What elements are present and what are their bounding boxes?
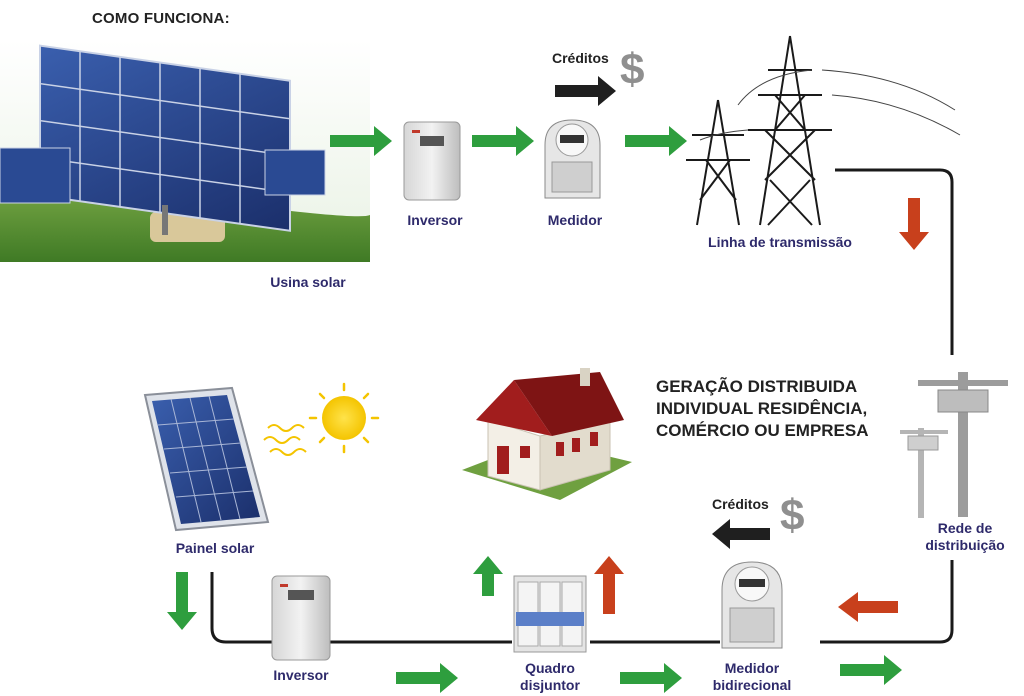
headline-line1: GERAÇÃO DISTRIBUIDA bbox=[656, 377, 858, 396]
label-usina-solar: Usina solar bbox=[270, 274, 346, 290]
dollar-icon: $ bbox=[620, 45, 645, 94]
label-medidor-bi-line1: Medidor bbox=[724, 660, 780, 676]
solar-farm-image bbox=[0, 40, 370, 262]
meter-icon bbox=[544, 119, 601, 199]
bidirectional-meter-icon bbox=[721, 561, 783, 649]
credits-label-top: Créditos bbox=[552, 50, 609, 66]
headline-line3: COMÉRCIO OU EMPRESA bbox=[656, 421, 869, 440]
headline-line2: INDIVIDUAL RESIDÊNCIA, bbox=[656, 399, 868, 418]
connection-lines bbox=[210, 168, 954, 644]
label-quadro-line2: disjuntor bbox=[520, 677, 580, 693]
headline: GERAÇÃO DISTRIBUIDA INDIVIDUAL RESIDÊNCI… bbox=[656, 376, 869, 442]
transmission-tower-icon bbox=[686, 35, 961, 226]
solar-panel-icon bbox=[143, 386, 270, 532]
label-medidor-bi-line2: bidirecional bbox=[712, 677, 792, 693]
label-rede-distribuicao: Rede de distribuição bbox=[910, 520, 1020, 554]
arrow-icon bbox=[167, 126, 902, 693]
label-inversor-bottom: Inversor bbox=[273, 667, 329, 683]
page-title: COMO FUNCIONA: bbox=[92, 10, 230, 27]
label-rede-line2: distribuição bbox=[925, 537, 1005, 553]
house-icon bbox=[462, 368, 632, 500]
inverter-icon-bottom bbox=[271, 575, 331, 661]
label-quadro-disjuntor: Quadro disjuntor bbox=[500, 660, 600, 694]
credits-label-bottom: Créditos bbox=[712, 496, 769, 512]
sun-icon bbox=[263, 382, 380, 456]
label-painel-solar: Painel solar bbox=[175, 540, 255, 556]
label-rede-line1: Rede de bbox=[937, 520, 993, 536]
label-inversor-top: Inversor bbox=[407, 212, 463, 228]
inverter-icon bbox=[403, 121, 461, 201]
red-arrow-icon bbox=[594, 198, 929, 622]
label-quadro-line1: Quadro bbox=[525, 660, 575, 676]
utility-pole-icon bbox=[900, 372, 1008, 518]
label-medidor-bidirecional: Medidor bidirecional bbox=[696, 660, 808, 694]
credits-arrow-icon bbox=[555, 76, 770, 549]
label-medidor: Medidor bbox=[547, 212, 603, 228]
dollar-icon-bottom: $ bbox=[780, 491, 805, 540]
label-linha-transmissao: Linha de transmissão bbox=[708, 234, 852, 250]
breaker-icon bbox=[513, 575, 587, 653]
